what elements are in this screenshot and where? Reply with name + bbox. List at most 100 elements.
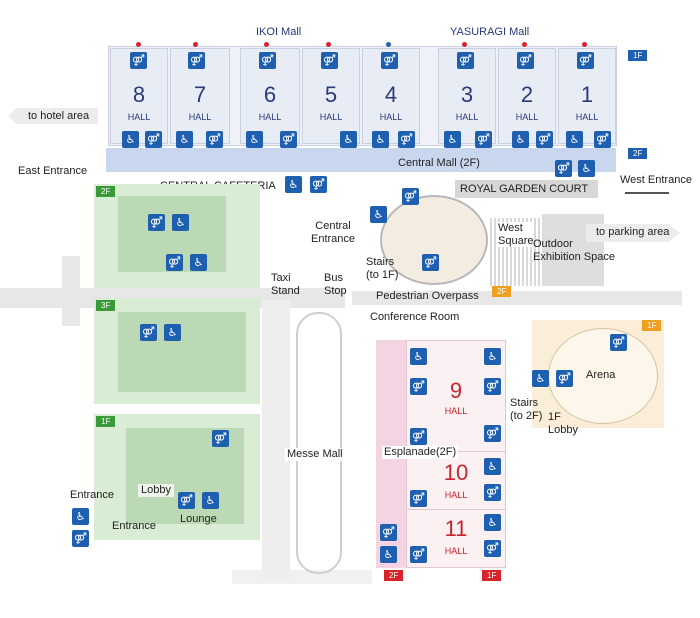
accessible-toilet-icon[interactable]: ♿ — [566, 131, 583, 148]
toilet-icon[interactable]: ⚤ — [422, 254, 439, 271]
toilet-icon[interactable]: ⚤ — [188, 52, 205, 69]
hall-label: HALL — [455, 112, 479, 122]
toilet-icon[interactable]: ⚤ — [610, 334, 627, 351]
west-square-label[interactable]: West Square — [498, 222, 534, 248]
accessible-toilet-icon[interactable]: ♿ — [410, 348, 427, 365]
toilet-icon[interactable]: ⚤ — [594, 131, 611, 148]
toilet-icon[interactable]: ⚤ — [517, 52, 534, 69]
toilet-icon[interactable]: ⚤ — [410, 428, 427, 445]
toilet-icon[interactable]: ⚤ — [556, 370, 573, 387]
west-square-text: West Square — [498, 222, 534, 247]
toilet-icon[interactable]: ⚤ — [321, 52, 338, 69]
toilet-icon[interactable]: ⚤ — [212, 430, 229, 447]
toilet-icon[interactable]: ⚤ — [310, 176, 327, 193]
toilet-icon[interactable]: ⚤ — [536, 131, 553, 148]
parking-arrow-shape — [586, 224, 680, 242]
conference-room-label[interactable]: Conference Room — [370, 311, 460, 323]
accessible-toilet-icon[interactable]: ♿ — [484, 458, 501, 475]
floor-badge-1f: 1F — [96, 416, 116, 427]
lobby-label[interactable]: Lobby — [138, 484, 174, 497]
accessible-toilet-icon[interactable]: ♿ — [285, 176, 302, 193]
toilet-icon[interactable]: ⚤ — [484, 484, 501, 501]
female-dot — [462, 42, 467, 47]
toilet-icon[interactable]: ⚤ — [410, 378, 427, 395]
central-entrance-text: Central Entrance — [311, 220, 356, 245]
taxi-stand-text: Taxi Stand — [271, 272, 300, 297]
accessible-toilet-icon[interactable]: ♿ — [532, 370, 549, 387]
arena-label[interactable]: Arena — [586, 369, 616, 381]
royal-garden-court-label[interactable]: ROYAL GARDEN COURT — [460, 183, 589, 195]
hall-10[interactable] — [406, 452, 506, 510]
lounge-label[interactable]: Lounge — [180, 513, 217, 525]
taxi-stand-label[interactable]: Taxi Stand — [271, 272, 300, 297]
toilet-icon[interactable]: ⚤ — [130, 52, 147, 69]
toilet-icon[interactable]: ⚤ — [484, 425, 501, 442]
hall-number: 5 — [324, 82, 338, 107]
female-dot — [136, 42, 141, 47]
accessible-toilet-icon[interactable]: ♿ — [372, 131, 389, 148]
toilet-icon[interactable]: ⚤ — [398, 131, 415, 148]
accessible-toilet-icon[interactable]: ♿ — [246, 131, 263, 148]
accessible-toilet-icon[interactable]: ♿ — [578, 160, 595, 177]
toilet-icon[interactable]: ⚤ — [148, 214, 165, 231]
toilet-icon[interactable]: ⚤ — [484, 540, 501, 557]
accessible-toilet-icon[interactable]: ♿ — [202, 492, 219, 509]
accessible-toilet-icon[interactable]: ♿ — [176, 131, 193, 148]
toilet-icon[interactable]: ⚤ — [259, 52, 276, 69]
toilet-icon[interactable]: ⚤ — [555, 160, 572, 177]
hall-number: 9 — [449, 378, 463, 403]
toilet-icon[interactable]: ⚤ — [166, 254, 183, 271]
outdoor-exhibition-label: Outdoor Exhibition Space — [533, 238, 615, 263]
entrance-bottom-label[interactable]: Entrance — [112, 520, 157, 532]
accessible-toilet-icon[interactable]: ♿ — [172, 214, 189, 231]
central-mall-corridor[interactable] — [106, 148, 616, 172]
toilet-icon[interactable]: ⚤ — [410, 490, 427, 507]
toilet-icon[interactable]: ⚤ — [72, 530, 89, 547]
toilet-icon[interactable]: ⚤ — [206, 131, 223, 148]
accessible-toilet-icon[interactable]: ♿ — [484, 514, 501, 531]
building-3f — [118, 312, 246, 392]
outdoor-exhibition-text: Outdoor Exhibition Space — [533, 238, 615, 263]
east-entrance-label[interactable]: East Entrance — [18, 165, 88, 177]
accessible-toilet-icon[interactable]: ♿ — [164, 324, 181, 341]
toilet-icon[interactable]: ⚤ — [381, 52, 398, 69]
toilet-icon[interactable]: ⚤ — [484, 378, 501, 395]
central-entrance-label[interactable]: Central Entrance — [311, 220, 355, 245]
toilet-icon[interactable]: ⚤ — [140, 324, 157, 341]
accessible-toilet-icon[interactable]: ♿ — [122, 131, 139, 148]
west-entrance-arrow — [625, 192, 669, 194]
yasuragi-mall-label: YASURAGI Mall — [450, 26, 530, 38]
accessible-toilet-icon[interactable]: ♿ — [72, 508, 89, 525]
toilet-icon[interactable]: ⚤ — [457, 52, 474, 69]
accessible-toilet-icon[interactable]: ♿ — [484, 348, 501, 365]
accessible-toilet-icon[interactable]: ♿ — [190, 254, 207, 271]
accessible-toilet-icon[interactable]: ♿ — [512, 131, 529, 148]
accessible-toilet-icon[interactable]: ♿ — [340, 131, 357, 148]
pedestrian-overpass-label[interactable]: Pedestrian Overpass — [376, 290, 479, 302]
accessible-toilet-icon[interactable]: ♿ — [380, 546, 397, 563]
hall-label: HALL — [127, 112, 151, 122]
toilet-icon[interactable]: ⚤ — [178, 492, 195, 509]
pedestrian-overpass-road — [352, 291, 682, 305]
toilet-icon[interactable]: ⚤ — [145, 131, 162, 148]
toilet-icon[interactable]: ⚤ — [475, 131, 492, 148]
hall-number: 6 — [263, 82, 277, 107]
to-hotel-area-label[interactable]: to hotel area — [28, 110, 90, 122]
ikoi-mall-label: IKOI Mall — [256, 26, 302, 38]
toilet-icon[interactable]: ⚤ — [380, 524, 397, 541]
esplanade-label[interactable]: Esplanade(2F) — [382, 446, 459, 459]
to-parking-area-label[interactable]: to parking area — [596, 226, 670, 238]
toilet-icon[interactable]: ⚤ — [402, 188, 419, 205]
messe-mall-label[interactable]: Messe Mall — [285, 448, 345, 461]
hall-number: 11 — [444, 516, 468, 541]
toilet-icon[interactable]: ⚤ — [280, 131, 297, 148]
west-entrance-label[interactable]: West Entrance — [620, 174, 692, 186]
lobby-1f-label[interactable]: 1F Lobby — [548, 411, 578, 436]
toilet-icon[interactable]: ⚤ — [577, 52, 594, 69]
bus-stop-label[interactable]: Bus Stop — [324, 272, 347, 297]
accessible-toilet-icon[interactable]: ♿ — [370, 206, 387, 223]
road-central-loop — [296, 312, 342, 574]
entrance-left-label[interactable]: Entrance — [70, 489, 115, 501]
toilet-icon[interactable]: ⚤ — [410, 546, 427, 563]
accessible-toilet-icon[interactable]: ♿ — [444, 131, 461, 148]
